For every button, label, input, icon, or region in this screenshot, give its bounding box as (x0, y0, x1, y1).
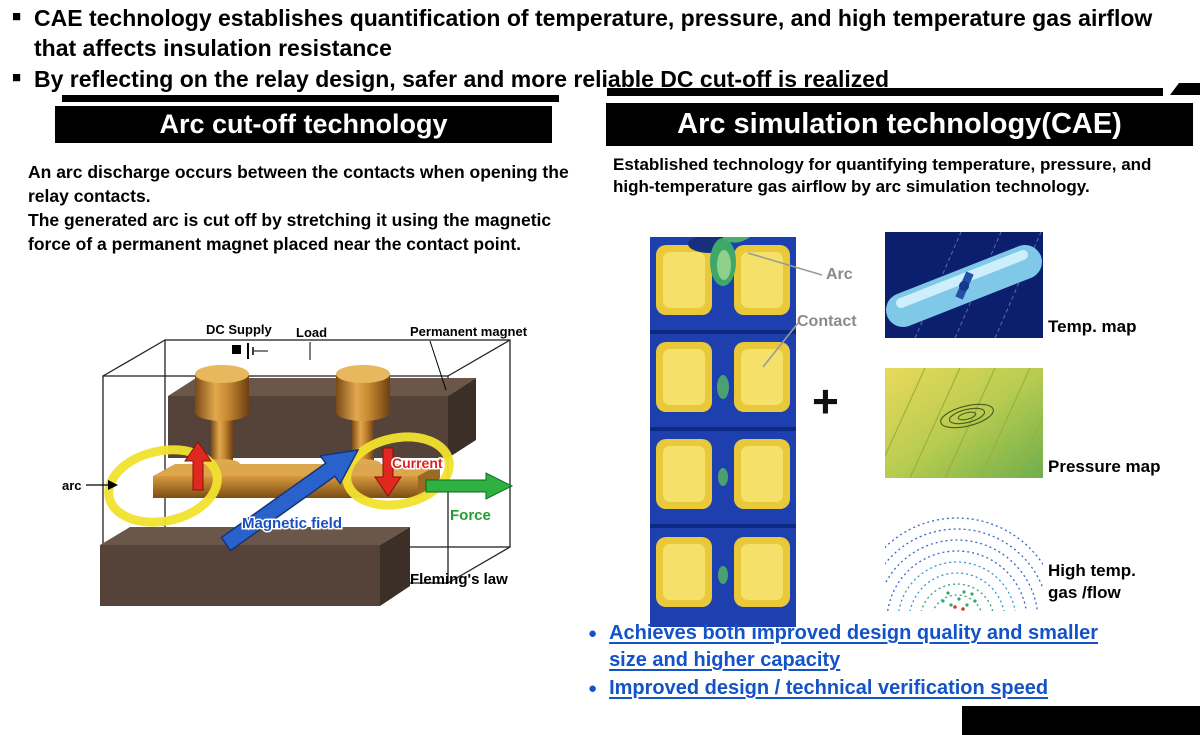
flemings-law-label: Fleming's law (410, 571, 508, 588)
arc-label: arc (62, 478, 82, 493)
headline-text-1: CAE technology establishes quantificatio… (34, 5, 1153, 61)
load-label: Load (296, 325, 327, 340)
header-accent-bar-right (607, 88, 1163, 96)
sim-row-dividers (650, 330, 796, 528)
headline-text-2: By reflecting on the relay design, safer… (34, 66, 890, 92)
contact-callout-label: Contact (797, 313, 857, 330)
benefit-item-1: ● Achieves both improved design quality … (588, 620, 1188, 674)
square-bullet-icon: ■ (12, 8, 22, 25)
pressure-map-label: Pressure map (1048, 457, 1161, 476)
gas-flow-label: High temp. gas /flow (1048, 560, 1136, 604)
left-section-header: Arc cut-off technology (55, 106, 552, 143)
benefit-item-2: ● Improved design / technical verificati… (588, 675, 1188, 702)
arc-simulation-image (650, 237, 796, 627)
lower-magnet-block (100, 527, 410, 606)
sim-contacts (656, 245, 790, 607)
left-body-text: An arc discharge occurs between the cont… (28, 160, 576, 256)
current-label: Current (392, 455, 443, 471)
sim-arc-plume (688, 237, 750, 584)
current-up-arrow (184, 441, 212, 491)
left-body-paragraph-2: The generated arc is cut off by stretchi… (28, 210, 552, 254)
callout-lines (747, 252, 823, 368)
force-arrow (425, 472, 514, 500)
right-contact (336, 365, 390, 479)
pointer-arrowhead (108, 480, 118, 490)
benefits-list: ● Achieves both improved design quality … (588, 620, 1188, 703)
gas-flow-label-line1: High temp. (1048, 561, 1136, 580)
magnetic-field-arrow (220, 449, 360, 552)
arc-callout-label: Arc (826, 266, 853, 283)
right-body-text: Established technology for quantifying t… (613, 155, 1152, 196)
headline-bullet-1: ■ CAE technology establishes quantificat… (8, 3, 1173, 63)
square-bullet-icon: ■ (12, 69, 22, 86)
circle-bullet-icon: ● (588, 625, 598, 642)
gas-flow-image (885, 493, 1043, 611)
temp-map-label: Temp. map (1048, 317, 1137, 336)
permanent-magnet-label: Permanent magnet (410, 324, 528, 339)
battery-icon (232, 345, 241, 354)
gas-flow-label-line2: gas /flow (1048, 583, 1121, 602)
footer-bar (962, 706, 1200, 735)
pointer-line (429, 340, 447, 391)
dc-supply-label: DC Supply (206, 322, 272, 337)
circle-bullet-icon: ● (588, 680, 598, 697)
left-body-paragraph-1: An arc discharge occurs between the cont… (28, 162, 569, 206)
header-accent-bar-left (62, 95, 559, 102)
header-accent-corner (1170, 83, 1200, 95)
current-down-arrow (374, 447, 402, 497)
arc-loops (104, 432, 454, 527)
right-section-header: Arc simulation technology(CAE) (606, 103, 1193, 146)
plus-sign: + (812, 375, 839, 427)
magnetic-field-label: Magnetic field (242, 515, 342, 532)
headline-bullet-2: ■ By reflecting on the relay design, saf… (8, 64, 1183, 94)
benefit-text-2: Improved design / technical verification… (609, 677, 1049, 699)
gas-dots (941, 590, 977, 607)
benefit-text-1: Achieves both improved design quality an… (609, 622, 1099, 671)
pressure-map-image (885, 368, 1043, 478)
temp-map-image (885, 232, 1043, 338)
arc-cutoff-diagram: DC Supply Load Permanent magnet arc Magn… (62, 322, 528, 606)
force-label: Force (450, 507, 491, 524)
